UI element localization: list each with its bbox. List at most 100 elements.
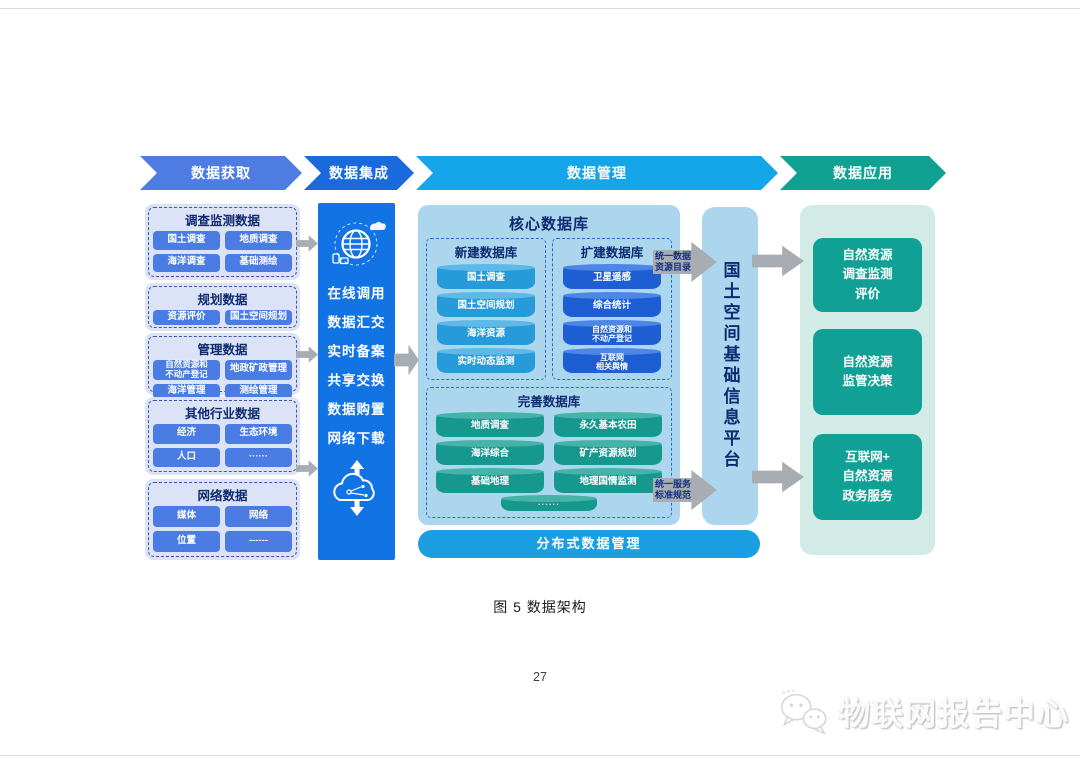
arrow-platform-to-apps-bottom	[752, 461, 804, 493]
db-cylinder: 地质调查	[436, 412, 544, 437]
improved-db-items: 地质调查 永久基本农田海洋综合 矿产资源规划基础地理 地理国情监测	[427, 412, 671, 493]
source-item: 测绘管理	[225, 383, 292, 399]
db-cylinder-label: 互联网 相关舆情	[596, 352, 628, 371]
flow-stage-label: 数据集成	[329, 165, 389, 181]
db-cylinder-label: 地理国情监测	[579, 475, 637, 487]
source-group-items: 国土调查地质调查海洋调查基础测绘	[149, 231, 296, 276]
wechat-logo-icon	[781, 689, 827, 735]
db-cylinder: 综合统计	[563, 292, 661, 317]
source-group-title: 其他行业数据	[184, 407, 260, 421]
improved-db-title: 完善数据库	[517, 395, 581, 409]
source-item: 媒体	[153, 506, 220, 527]
new-database-box: 新建数据库 国土调查国土空间规划海洋资源实时动态监测	[426, 238, 546, 380]
flow-stage-3: 数据管理	[416, 156, 778, 190]
arrow-core-to-platform-bottom: 统一服务 标准规范	[653, 470, 717, 510]
source-item: 位置	[153, 531, 220, 552]
source-item: 自然资源和 不动产登记	[153, 359, 220, 380]
watermark-text: 物联网报告中心	[839, 696, 1070, 732]
page-top-border	[0, 8, 1080, 9]
source-item: 国土空间规划	[225, 310, 292, 325]
integration-method: 共享交换	[327, 373, 386, 388]
integration-method: 实时备案	[327, 344, 386, 359]
db-cylinder: 国土调查	[437, 264, 535, 289]
source-item: 地质调查	[225, 231, 292, 250]
improved-db-more: ······	[427, 495, 671, 511]
integration-method-list: 在线调用数据汇交实时备案共享交换数据购置网络下载	[328, 279, 386, 453]
db-cylinder: 互联网 相关舆情	[563, 348, 661, 373]
source-item: 人口	[153, 447, 220, 467]
flow-stage-2: 数据集成	[304, 156, 414, 190]
source-item: ······	[225, 447, 292, 467]
watermark: 物联网报告中心	[777, 686, 1070, 736]
source-group-title: 规划数据	[197, 293, 248, 307]
source-group-title: 网络数据	[197, 489, 248, 503]
source-group-frame: 调查监测数据国土调查地质调查海洋调查基础测绘	[148, 207, 297, 277]
flow-stage-label: 数据应用	[833, 165, 893, 181]
application-box: 自然资源 调查监测 评价	[813, 238, 922, 312]
new-db-title: 新建数据库	[454, 246, 518, 260]
page-bottom-border	[0, 755, 1080, 756]
source-group-title: 管理数据	[197, 343, 248, 357]
db-cylinder: 地理国情监测	[554, 468, 662, 493]
source-group-items: 资源评价国土空间规划	[149, 310, 296, 329]
data-architecture-diagram: 数据获取数据集成数据管理数据应用 调查监测数据国土调查地质调查海洋调查基础测绘规…	[140, 156, 950, 566]
db-cylinder-label: 综合统计	[592, 299, 631, 311]
core-db-title: 核心数据库	[508, 216, 589, 233]
flow-stage-label: 数据获取	[191, 165, 251, 181]
data-integration-column: 在线调用数据汇交实时备案共享交换数据购置网络下载	[318, 203, 395, 560]
arrow-integration-to-core	[394, 344, 419, 376]
expanded-db-items: 卫星遥感综合统计自然资源和 不动产登记互联网 相关舆情	[553, 263, 671, 373]
source-group: 调查监测数据国土调查地质调查海洋调查基础测绘	[145, 204, 300, 280]
unified-service-standard-label: 统一服务 标准规范	[654, 478, 691, 500]
new-db-items: 国土调查国土空间规划海洋资源实时动态监测	[427, 263, 545, 373]
db-cylinder-label: 基础地理	[470, 475, 509, 487]
source-group-frame: 网络数据媒体网络位置------	[148, 482, 297, 557]
integration-method: 数据汇交	[327, 315, 386, 330]
flow-stage-label: 数据管理	[567, 165, 627, 181]
db-cylinder: 实时动态监测	[437, 348, 535, 373]
source-group-items: 媒体网络位置------	[149, 506, 296, 556]
source-group: 网络数据媒体网络位置------	[145, 479, 300, 560]
db-cylinder-more: ······	[501, 495, 597, 511]
source-item: 地政矿政管理	[225, 360, 292, 380]
source-group-items: 自然资源和 不动产登记地政矿政管理海洋管理测绘管理	[149, 359, 296, 403]
db-cylinder-label: 卫星遥感	[592, 271, 631, 283]
source-item: 资源评价	[153, 310, 220, 325]
expanded-db-title: 扩建数据库	[580, 246, 644, 260]
db-cylinder: 国土空间规划	[437, 292, 535, 317]
core-database-panel: 核心数据库 新建数据库 国土调查国土空间规划海洋资源实时动态监测 扩建数据库 卫…	[418, 205, 680, 525]
applications-panel: 自然资源 调查监测 评价自然资源 监管决策互联网+ 自然资源 政务服务	[800, 205, 935, 555]
db-cylinder-label: 地质调查	[470, 419, 509, 431]
source-group-frame: 规划数据资源评价国土空间规划	[148, 286, 297, 328]
integration-method: 网络下载	[327, 431, 386, 446]
db-cylinder-label: 国土调查	[466, 271, 505, 283]
arrow-platform-to-apps-top	[752, 245, 804, 277]
figure-caption: 图 5 数据架构	[493, 599, 587, 615]
db-cylinder: 海洋资源	[437, 320, 535, 345]
distributed-data-management-bar: 分布式数据管理	[418, 530, 760, 558]
application-box: 自然资源 监管决策	[813, 329, 922, 415]
source-group-items: 经济生态环境人口······	[149, 424, 296, 471]
source-item: 经济	[153, 424, 220, 444]
flow-stage-1: 数据获取	[140, 156, 302, 190]
db-cylinder: 自然资源和 不动产登记	[563, 320, 661, 345]
source-group-title: 调查监测数据	[184, 214, 260, 228]
source-group: 其他行业数据经济生态环境人口······	[145, 397, 300, 475]
unified-data-catalog-label: 统一数据 资源目录	[654, 250, 691, 272]
improved-database-box: 完善数据库 地质调查 永久基本农田海洋综合 矿产资源规划基础地理 地理国情监测 ···…	[426, 387, 672, 518]
db-cylinder: 海洋综合	[436, 440, 544, 465]
db-cylinder: 卫星遥感	[563, 264, 661, 289]
db-cylinder: 永久基本农田	[554, 412, 662, 437]
source-item: 国土调查	[153, 231, 220, 250]
source-item: 网络	[225, 506, 292, 527]
source-group-frame: 其他行业数据经济生态环境人口······	[148, 400, 297, 472]
db-cylinder: 矿产资源规划	[554, 440, 662, 465]
integration-method: 在线调用	[327, 286, 386, 301]
db-cylinder-label: 矿产资源规划	[579, 447, 637, 459]
source-item: ------	[225, 531, 292, 552]
db-cylinder-label: 自然资源和 不动产登记	[592, 324, 632, 343]
db-cylinder-label: 海洋综合	[470, 447, 509, 459]
db-cylinder: 基础地理	[436, 468, 544, 493]
db-cylinder-label: 实时动态监测	[457, 355, 515, 367]
